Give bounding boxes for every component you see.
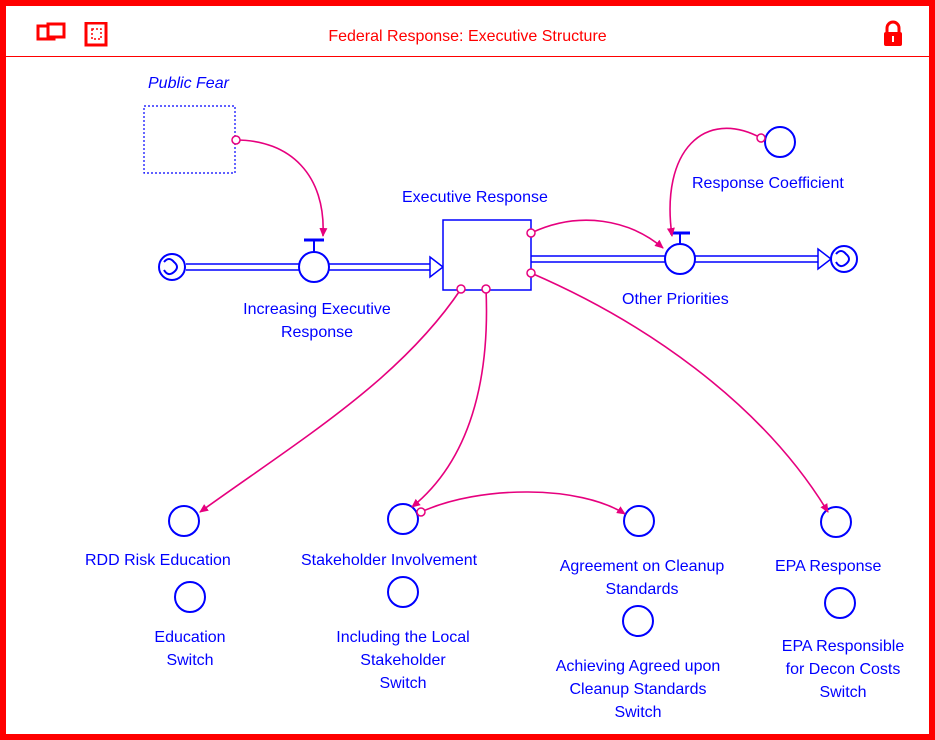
- response-coefficient-label: Response Coefficient: [692, 175, 844, 192]
- outflow-valve[interactable]: [664, 231, 696, 275]
- connector-stock-to-epa: [530, 272, 829, 513]
- connector-stakeholder-to-agreement: [420, 491, 626, 515]
- source-cloud-icon: [158, 253, 186, 281]
- other-priorities-label: Other Priorities: [622, 291, 729, 308]
- education-switch-converter[interactable]: [174, 581, 206, 613]
- agreement-cleanup-converter[interactable]: [623, 505, 655, 537]
- executive-response-stock[interactable]: [442, 219, 532, 291]
- connector-fear-to-inflow: [235, 139, 328, 237]
- windows-icon[interactable]: [36, 22, 70, 44]
- epa-response-label: EPA Response: [775, 558, 882, 575]
- sink-cloud-icon: [830, 245, 858, 273]
- public-fear-label: Public Fear: [148, 75, 229, 92]
- select-icon[interactable]: [84, 22, 110, 48]
- local-stakeholder-switch-converter[interactable]: [387, 576, 419, 608]
- window-title: Federal Response: Executive Structure: [328, 28, 607, 45]
- agreed-cleanup-switch-converter[interactable]: [622, 605, 654, 637]
- stakeholder-involvement-label: Stakeholder Involvement: [301, 552, 478, 569]
- connector-stock-to-outflow: [530, 219, 664, 249]
- stakeholder-involvement-converter[interactable]: [387, 503, 419, 535]
- connector-coefficient-to-outflow: [666, 127, 762, 237]
- connector-stock-to-stakeholder: [411, 288, 488, 508]
- response-coefficient-converter[interactable]: [764, 126, 796, 158]
- lock-icon[interactable]: [883, 20, 903, 48]
- epa-decon-switch-converter[interactable]: [824, 587, 856, 619]
- title-bar: Federal Response: Executive Structure: [6, 6, 929, 57]
- inflow-valve[interactable]: [298, 238, 330, 283]
- public-fear-stock[interactable]: [143, 105, 236, 174]
- executive-response-label: Executive Response: [402, 189, 548, 206]
- rdd-risk-education-label: RDD Risk Education: [85, 552, 231, 569]
- connector-stock-to-rdd: [199, 288, 462, 513]
- epa-response-converter[interactable]: [820, 506, 852, 538]
- rdd-risk-education-converter[interactable]: [168, 505, 200, 537]
